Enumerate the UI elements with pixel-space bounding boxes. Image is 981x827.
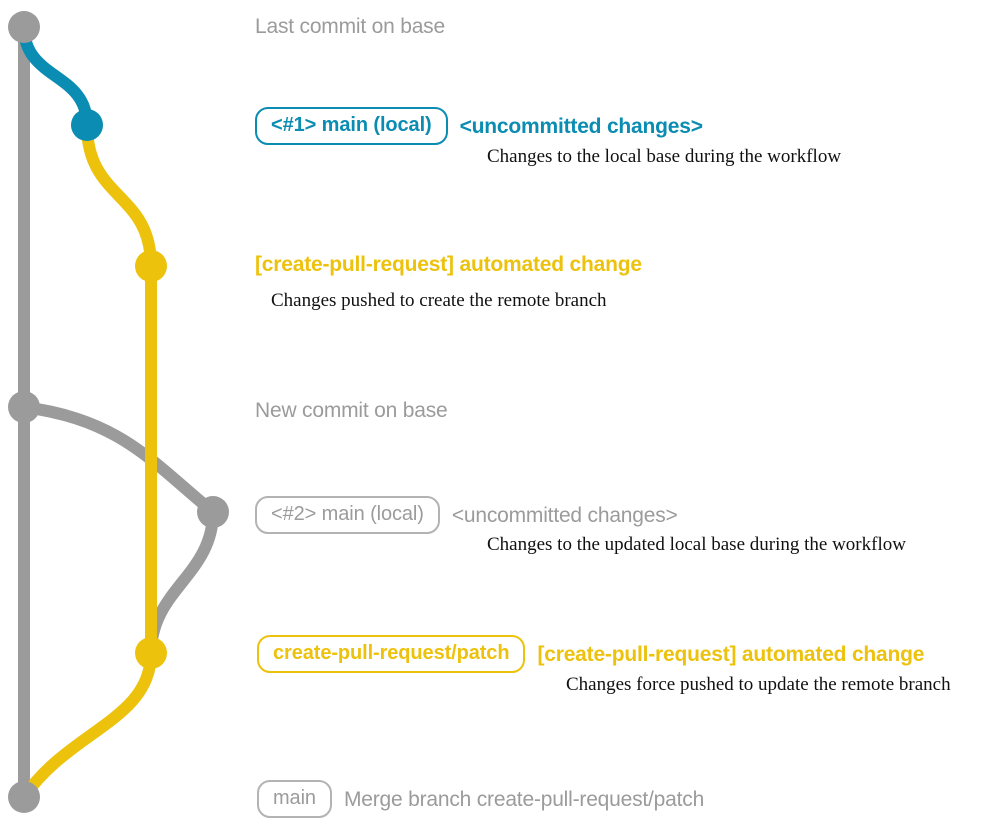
commit-note-remote-commit-patch: Changes force pushed to update the remot… [566, 674, 951, 695]
commit-note-local-commit-2: Changes to the updated local base during… [487, 534, 906, 555]
commit-subject: [create-pull-request] automated change [537, 642, 925, 666]
commit-node-base-new[interactable] [8, 391, 40, 423]
commit-row-remote-commit-1: [create-pull-request] automated change [255, 252, 642, 277]
branch-line-local-1 [18, 21, 93, 131]
commit-subject: Last commit on base [255, 15, 445, 38]
commit-row-local-commit-2: <#2> main (local) <uncommitted changes> [255, 496, 678, 534]
ref-tag-main-local-2[interactable]: <#2> main (local) [255, 496, 440, 534]
ref-tag-main[interactable]: main [257, 780, 332, 818]
commit-node-base-merge[interactable] [8, 781, 40, 813]
branch-line-merge [18, 647, 157, 803]
commit-subject: <uncommitted changes> [451, 503, 678, 527]
commit-note-local-commit-1: Changes to the local base during the wor… [487, 146, 842, 167]
commit-subject: Merge branch create-pull-request/patch [343, 787, 705, 811]
commit-subject: New commit on base [255, 399, 448, 422]
branch-line-local-2-out [18, 401, 219, 518]
commit-subject: <uncommitted changes> [459, 114, 703, 138]
ref-tag-main-local-1[interactable]: <#1> main (local) [255, 107, 448, 145]
ref-tag-create-pull-request-patch[interactable]: create-pull-request/patch [257, 635, 526, 673]
commit-row-local-commit-1: <#1> main (local) <uncommitted changes> [255, 107, 703, 145]
commit-subject: [create-pull-request] automated change [255, 253, 642, 276]
commit-row-remote-commit-patch: create-pull-request/patch [create-pull-r… [257, 635, 924, 673]
branch-line-local-2-in [145, 506, 219, 659]
commit-node-base-last[interactable] [8, 11, 40, 43]
commit-node-local-1[interactable] [71, 109, 103, 141]
commit-row-new-commit-on-base: New commit on base [255, 398, 448, 423]
commit-node-remote-patch[interactable] [135, 637, 167, 669]
commit-note-remote-commit-1: Changes pushed to create the remote bran… [271, 290, 607, 311]
commit-row-last-commit-on-base: Last commit on base [255, 14, 445, 39]
commit-node-local-2[interactable] [197, 496, 229, 528]
commit-row-merge-commit: main Merge branch create-pull-request/pa… [257, 780, 704, 818]
branch-line-remote-1 [81, 119, 157, 272]
commit-node-remote-1[interactable] [135, 250, 167, 282]
